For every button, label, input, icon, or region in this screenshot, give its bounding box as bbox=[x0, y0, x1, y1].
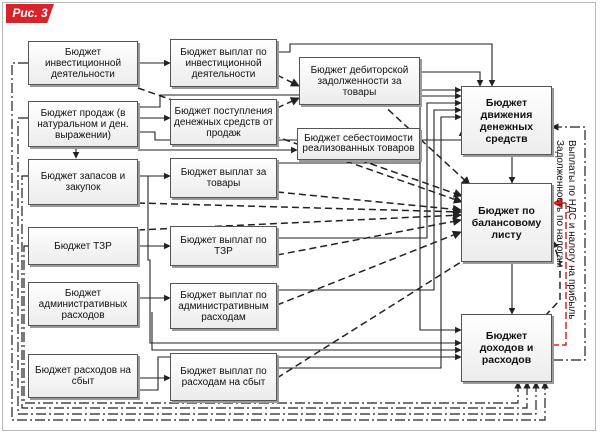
dash-paytzr-to-balance bbox=[276, 217, 462, 256]
arrow-paytzr-to-cashflow bbox=[277, 99, 462, 239]
arrow-paygoods-to-cashflow bbox=[277, 92, 462, 164]
box-pay-admin: Бюджет выплат по административным расход… bbox=[170, 283, 277, 329]
box-pay-invest: Бюджет выплат по инвестиционной деятельн… bbox=[170, 39, 277, 87]
dash-paygoods-to-balance bbox=[276, 191, 462, 214]
dashdot-invest-to-income bbox=[11, 62, 549, 421]
box-pay-sell: Бюджет выплат по расходам на сбыт bbox=[170, 353, 277, 401]
red-tax-loop bbox=[552, 203, 567, 346]
box-cash-in-sales: Бюджет поступления денежных средств от п… bbox=[170, 99, 277, 145]
dashdot-tzr-to-income bbox=[23, 245, 522, 404]
arrow-costsold-to-income bbox=[419, 160, 462, 334]
dash-cashin-to-receivables bbox=[276, 97, 300, 109]
arrow-payadmin-to-cashflow bbox=[277, 106, 462, 291]
box-pay-goods: Бюджет выплат за товары bbox=[170, 158, 277, 198]
dash-payinvest-to-receivables bbox=[276, 74, 300, 87]
box-balance: Бюджет по балансовому листу bbox=[461, 183, 552, 262]
box-cost-sold: Бюджет себестоимости реализованных товар… bbox=[297, 128, 420, 160]
arrow-stock-to-income bbox=[147, 176, 462, 347]
box-tzr-budget: Бюджет ТЗР bbox=[28, 227, 138, 265]
figure-label: Рис. 3 bbox=[6, 4, 54, 23]
dashdot-stock-to-income bbox=[21, 175, 531, 409]
dash-tzr-to-balance bbox=[137, 210, 462, 231]
box-admin-budget: Бюджет административных расходов bbox=[28, 282, 138, 326]
box-sales-budget: Бюджет продаж (в натуральном и ден. выра… bbox=[28, 101, 138, 147]
arrow-payinvest-to-cashflow bbox=[277, 43, 496, 87]
arrow-paysell-to-cashflow bbox=[277, 113, 462, 369]
dashdot-sales-to-income bbox=[17, 117, 540, 415]
box-pay-tzr: Бюджет выплат по ТЗР bbox=[170, 226, 277, 266]
box-income: Бюджет доходов и расходов bbox=[461, 314, 552, 382]
dash-stock-to-balance bbox=[137, 202, 462, 217]
box-sell-budget: Бюджет расходов на сбыт bbox=[28, 354, 138, 398]
arrow-receivables-to-cashflow bbox=[420, 71, 484, 87]
box-invest-budget: Бюджет инвестиционной деятельности bbox=[28, 41, 138, 85]
dash-receivables-to-balance bbox=[379, 101, 471, 186]
arrow-admin-to-income bbox=[151, 312, 462, 354]
dash-income-to-balance bbox=[544, 239, 561, 317]
box-receivables: Бюджет дебиторской задолженности за това… bbox=[299, 57, 420, 105]
box-cash-flow: Бюджет движения денежных средств bbox=[461, 86, 552, 155]
dash-costsold-to-balance bbox=[359, 159, 463, 198]
dash-payadmin-to-balance bbox=[276, 230, 462, 306]
dashdot-income-to-cashflow bbox=[551, 123, 586, 361]
dash-paysell-to-balance bbox=[276, 249, 481, 379]
box-stock-budget: Бюджет запасов и закупок bbox=[28, 159, 138, 205]
